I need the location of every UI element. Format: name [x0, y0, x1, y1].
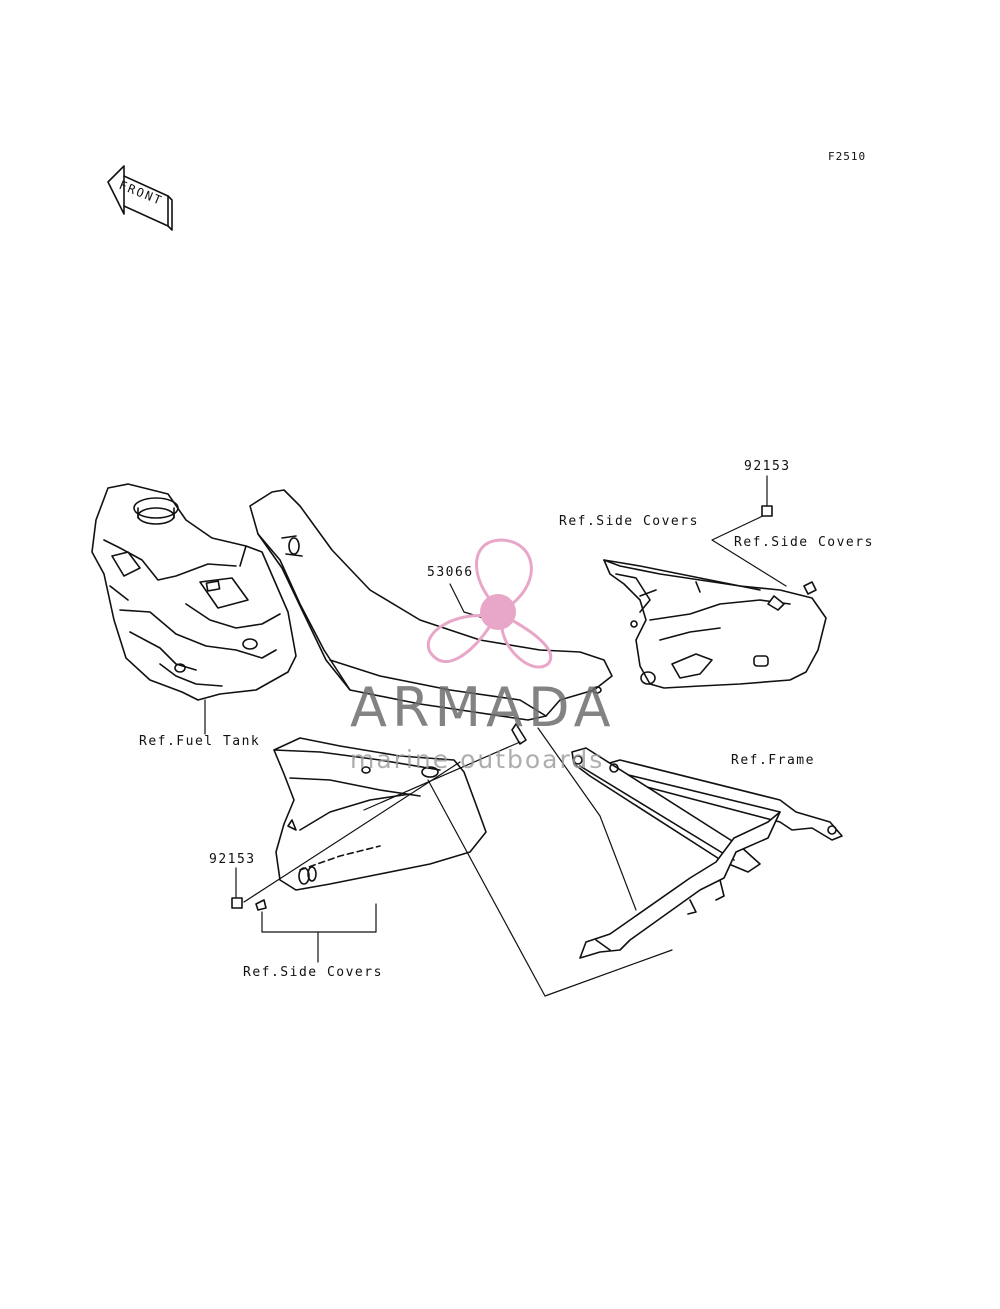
armada-propeller-logo-icon — [426, 538, 553, 669]
label-ref-side-covers-bottom: Ref.Side Covers — [243, 965, 383, 980]
label-ref-side-covers-b: Ref.Side Covers — [734, 535, 874, 550]
watermark-tagline: marine outboards — [350, 745, 605, 774]
front-arrow-icon — [107, 165, 173, 231]
label-92153-top: 92153 — [744, 459, 791, 474]
leader-lines — [204, 475, 787, 997]
watermark-brand: ARMADA — [350, 676, 616, 739]
fuel-tank — [91, 483, 297, 701]
side-cover-right — [603, 559, 827, 689]
label-53066: 53066 — [427, 565, 474, 580]
seat — [249, 489, 613, 745]
rear-frame — [571, 747, 843, 959]
label-ref-frame: Ref.Frame — [731, 753, 815, 768]
label-ref-fuel-tank: Ref.Fuel Tank — [139, 734, 261, 749]
label-92153-left: 92153 — [209, 852, 256, 867]
label-ref-side-covers-a: Ref.Side Covers — [559, 514, 699, 529]
diagram-code: F2510 — [828, 150, 867, 163]
clip-icon — [231, 505, 773, 909]
